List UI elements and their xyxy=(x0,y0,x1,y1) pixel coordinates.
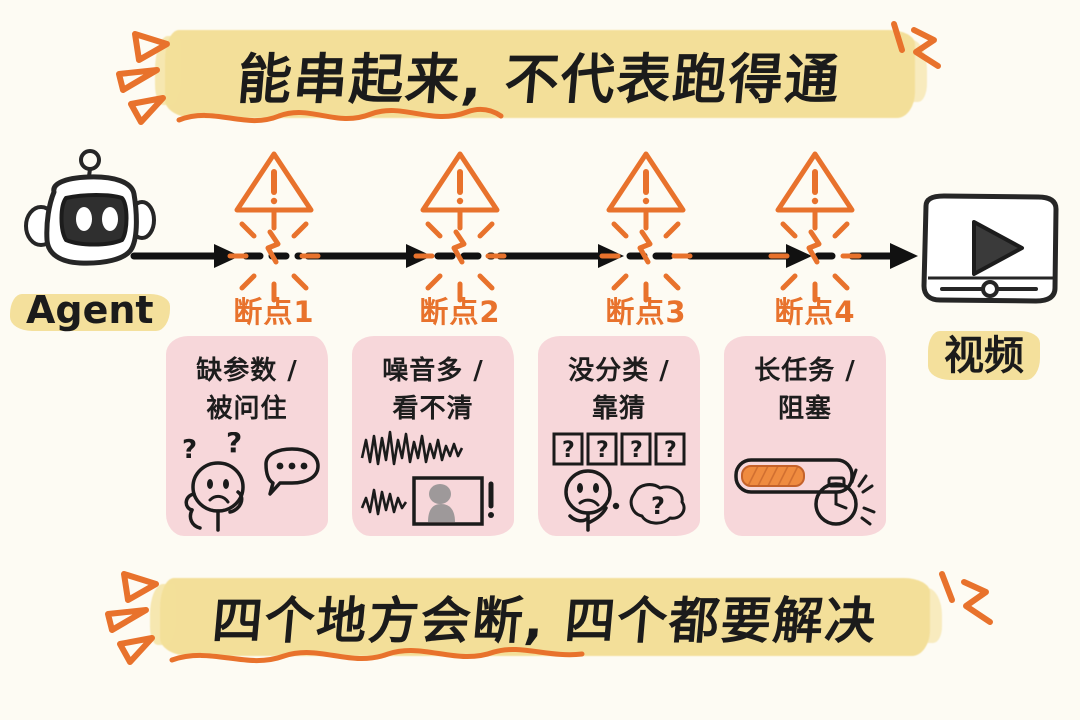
break-burst-icon xyxy=(599,209,693,303)
break-label-3: 断点3 xyxy=(605,295,687,329)
footer-highlight xyxy=(150,578,942,656)
footer-spark-left-icon xyxy=(105,571,159,665)
robot-icon xyxy=(24,149,156,266)
card-4-line-1: 长任务 / xyxy=(754,356,856,386)
video-label: 视频 xyxy=(928,323,1040,381)
break-label-4: 断点4 xyxy=(774,295,856,329)
title-banner: 能串起来, 不代表跑得通 xyxy=(155,30,927,118)
svg-text:?: ? xyxy=(562,438,575,463)
card-2-line-2: 看不清 xyxy=(392,394,474,424)
breakpoint-card-2[interactable]: 噪音多 / 看不清 xyxy=(352,336,514,536)
video-player-icon xyxy=(921,193,1059,304)
footer-banner: 四个地方会断, 四个都要解决 xyxy=(150,578,942,656)
breakpoint-card-1[interactable]: 缺参数 / 被问住 ? ? xyxy=(166,336,328,536)
break-burst-icon xyxy=(227,209,321,303)
break-burst-icon xyxy=(413,209,507,303)
svg-text:?: ? xyxy=(651,492,665,520)
agent-label: Agent xyxy=(10,288,170,332)
flow-line xyxy=(130,243,918,269)
title-highlight xyxy=(155,30,927,118)
title-zigzag-right-icon xyxy=(891,21,941,69)
break-burst-icon xyxy=(768,209,862,303)
card-1-line-2: 被问住 xyxy=(206,394,288,424)
break-label-1: 断点1 xyxy=(233,295,315,329)
breakpoint-card-3[interactable]: 没分类 / 靠猜 ? ? ? ? xyxy=(538,336,700,536)
svg-text:?: ? xyxy=(664,438,677,463)
footer-zigzag-right-icon xyxy=(939,571,993,625)
card-1-line-1: 缺参数 / xyxy=(196,356,298,386)
svg-text:?: ? xyxy=(630,438,643,463)
card-3-line-1: 没分类 / xyxy=(568,356,670,386)
title-spark-left-icon xyxy=(116,31,170,125)
svg-text:?: ? xyxy=(226,432,242,459)
question-boxes-thinking-person-icon: ? ? ? ? ? xyxy=(552,432,686,532)
card-3-line-2: 靠猜 xyxy=(591,394,646,424)
title-underline-icon xyxy=(176,107,504,124)
svg-text:?: ? xyxy=(596,438,609,463)
footer-underline-icon xyxy=(169,647,585,664)
confused-person-speech-bubble-icon: ? ? xyxy=(182,432,320,532)
svg-text:?: ? xyxy=(182,435,197,465)
breakpoint-card-4[interactable]: 长任务 / 阻塞 xyxy=(724,336,886,536)
card-2-line-1: 噪音多 / xyxy=(382,356,484,386)
progress-bar-stopwatch-icon xyxy=(734,458,876,526)
noisy-waveform-blurry-screen-icon xyxy=(360,430,494,526)
break-label-2: 断点2 xyxy=(419,295,501,329)
card-4-line-2: 阻塞 xyxy=(777,394,832,424)
